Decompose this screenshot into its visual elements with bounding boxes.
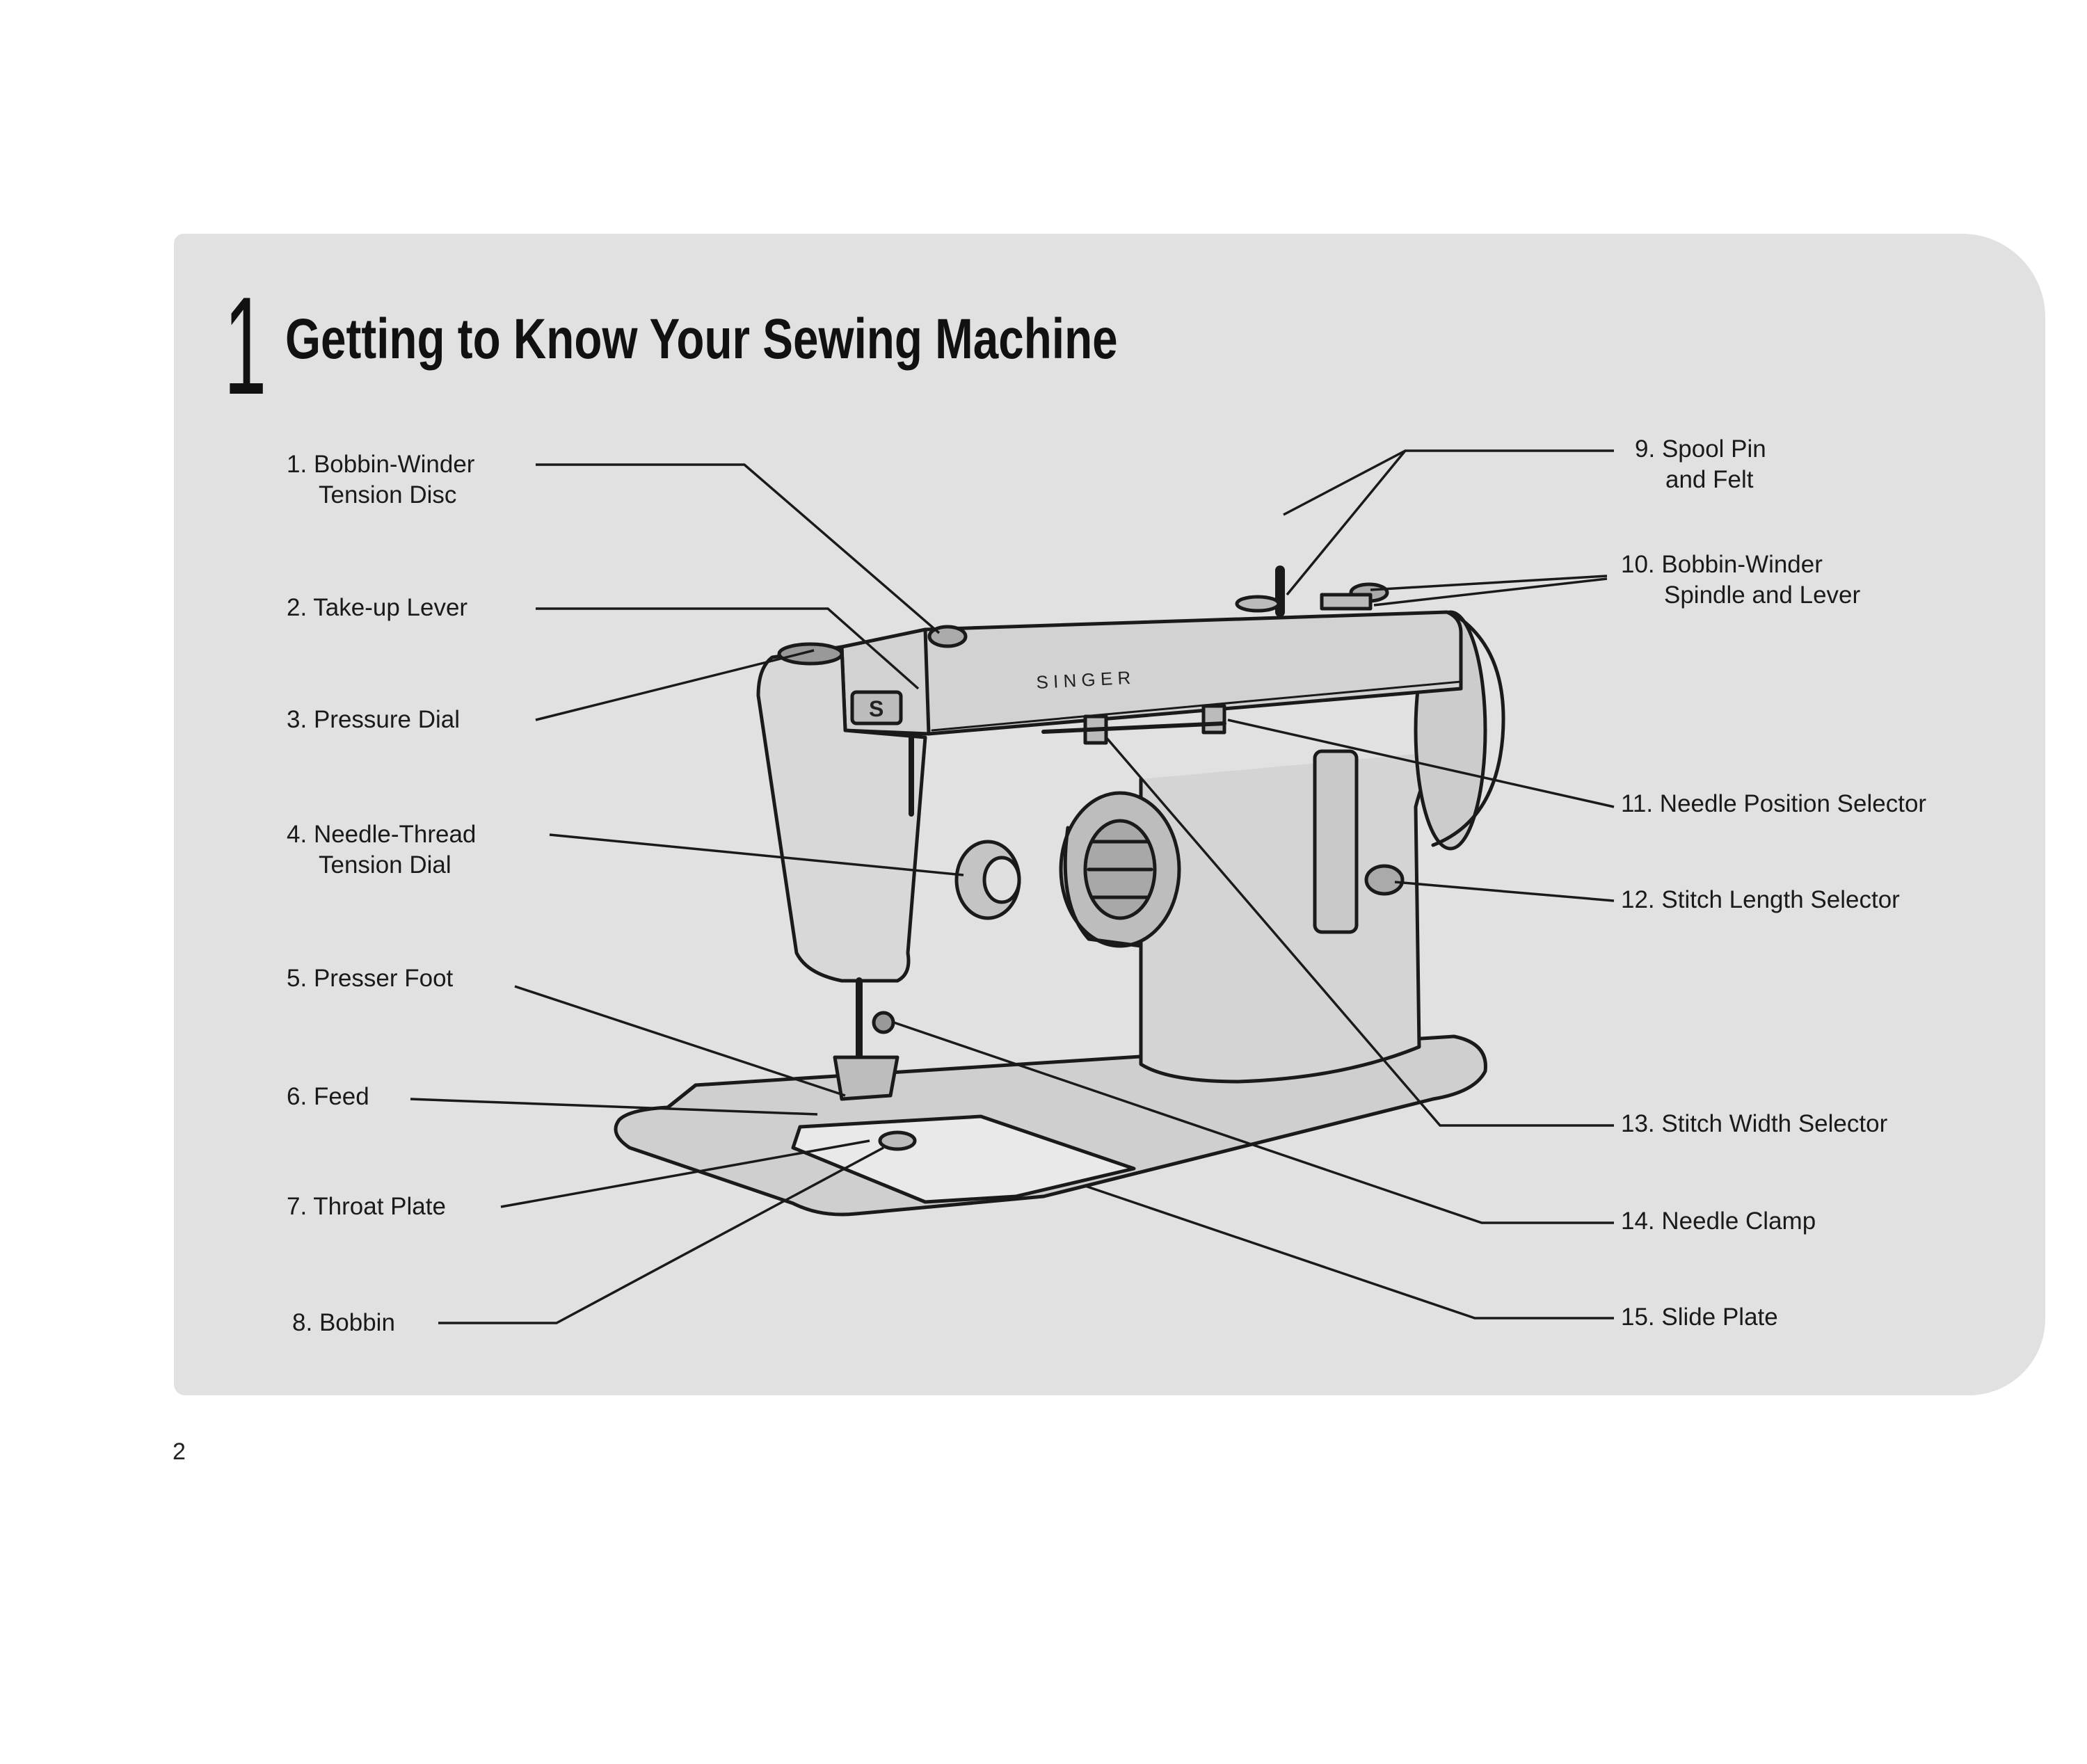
part-name: Slide Plate bbox=[1661, 1304, 1778, 1331]
machine-pillar bbox=[1139, 749, 1449, 1084]
part-name-line2: and Felt bbox=[1665, 466, 1754, 493]
part-name: Feed bbox=[313, 1083, 369, 1110]
leader-13 bbox=[1105, 736, 1614, 1127]
part-label-12: 12. Stitch Length Selector bbox=[1621, 885, 1900, 915]
part-label-14: 14. Needle Clamp bbox=[1621, 1206, 1816, 1237]
part-number: 13. bbox=[1621, 1110, 1655, 1137]
leader-11 bbox=[1227, 719, 1615, 808]
part-number: 1. bbox=[287, 451, 307, 478]
leader-8 bbox=[438, 1146, 884, 1324]
brand-lettering: S I N G E R bbox=[1036, 667, 1131, 693]
part-number: 9. bbox=[1635, 435, 1656, 463]
machine-arm bbox=[840, 610, 1463, 736]
part-name: Bobbin bbox=[319, 1309, 395, 1336]
brand-badge bbox=[850, 690, 903, 725]
leader-6 bbox=[410, 1098, 818, 1116]
part-number: 3. bbox=[287, 706, 307, 733]
part-name-line2: Tension Disc bbox=[319, 481, 457, 508]
leader-10b bbox=[1373, 577, 1608, 607]
part-label-10: 10. Bobbin-Winder Spindle and Lever bbox=[1621, 550, 1860, 611]
part-number: 4. bbox=[287, 821, 307, 848]
part-number: 5. bbox=[287, 965, 307, 992]
leader-9b bbox=[1286, 449, 1407, 596]
part-name: Needle-Thread bbox=[313, 821, 477, 848]
part-name: Bobbin-Winder bbox=[1661, 551, 1823, 578]
leader-15 bbox=[1085, 1185, 1614, 1320]
chapter-number: 1 bbox=[224, 268, 267, 424]
part-label-11: 11. Needle Position Selector bbox=[1621, 789, 1926, 819]
part-name: Take-up Lever bbox=[313, 594, 468, 621]
part-number: 15. bbox=[1621, 1304, 1655, 1331]
part-name: Spool Pin bbox=[1661, 435, 1766, 463]
part-label-5: 5. Presser Foot bbox=[287, 963, 453, 994]
part-name-line2: Spindle and Lever bbox=[1664, 582, 1861, 609]
part-number: 12. bbox=[1621, 886, 1655, 913]
leader-1 bbox=[536, 463, 941, 634]
leader-5 bbox=[514, 985, 846, 1097]
leader-4 bbox=[549, 833, 964, 876]
part-label-3: 3. Pressure Dial bbox=[287, 705, 460, 735]
leader-2 bbox=[536, 607, 920, 690]
part-name: Bobbin-Winder bbox=[313, 451, 475, 478]
part-name: Presser Foot bbox=[313, 965, 454, 992]
stitch-length-slot bbox=[1313, 749, 1359, 934]
part-label-7: 7. Throat Plate bbox=[287, 1192, 446, 1222]
page-number: 2 bbox=[173, 1438, 186, 1465]
part-name: Stitch Length Selector bbox=[1661, 886, 1900, 913]
part-name: Needle Position Selector bbox=[1659, 790, 1927, 817]
part-label-8: 8. Bobbin bbox=[292, 1308, 395, 1338]
part-label-13: 13. Stitch Width Selector bbox=[1621, 1109, 1887, 1139]
part-name: Pressure Dial bbox=[313, 706, 461, 733]
part-label-2: 2. Take-up Lever bbox=[287, 593, 467, 623]
page-title: Getting to Know Your Sewing Machine bbox=[285, 307, 1118, 371]
part-number: 6. bbox=[287, 1083, 307, 1110]
part-name: Throat Plate bbox=[313, 1193, 446, 1220]
part-number: 2. bbox=[287, 594, 307, 621]
part-label-15: 15. Slide Plate bbox=[1621, 1302, 1778, 1333]
leader-9a bbox=[1283, 449, 1614, 516]
leader-10a bbox=[1370, 575, 1608, 591]
part-label-1: 1. Bobbin-Winder Tension Disc bbox=[287, 449, 474, 511]
brand-badge-letter: S bbox=[869, 696, 883, 721]
slide-plate bbox=[791, 1114, 1136, 1204]
part-label-9: 9. Spool Pin and Felt bbox=[1635, 434, 1766, 495]
part-number: 10. bbox=[1621, 551, 1655, 578]
machine-head bbox=[756, 645, 927, 983]
part-name: Stitch Width Selector bbox=[1661, 1110, 1888, 1137]
part-label-6: 6. Feed bbox=[287, 1082, 369, 1112]
part-number: 14. bbox=[1621, 1208, 1655, 1235]
leader-14 bbox=[893, 1021, 1614, 1224]
part-number: 8. bbox=[292, 1309, 313, 1336]
part-number: 11. bbox=[1621, 790, 1654, 817]
leader-3 bbox=[535, 649, 815, 721]
leader-7 bbox=[500, 1139, 870, 1208]
leader-12 bbox=[1394, 881, 1615, 902]
part-number: 7. bbox=[287, 1193, 307, 1220]
part-label-4: 4. Needle-Thread Tension Dial bbox=[287, 819, 476, 881]
part-name-line2: Tension Dial bbox=[319, 851, 451, 879]
presser-foot-shape bbox=[833, 1055, 899, 1101]
part-name: Needle Clamp bbox=[1661, 1208, 1816, 1235]
